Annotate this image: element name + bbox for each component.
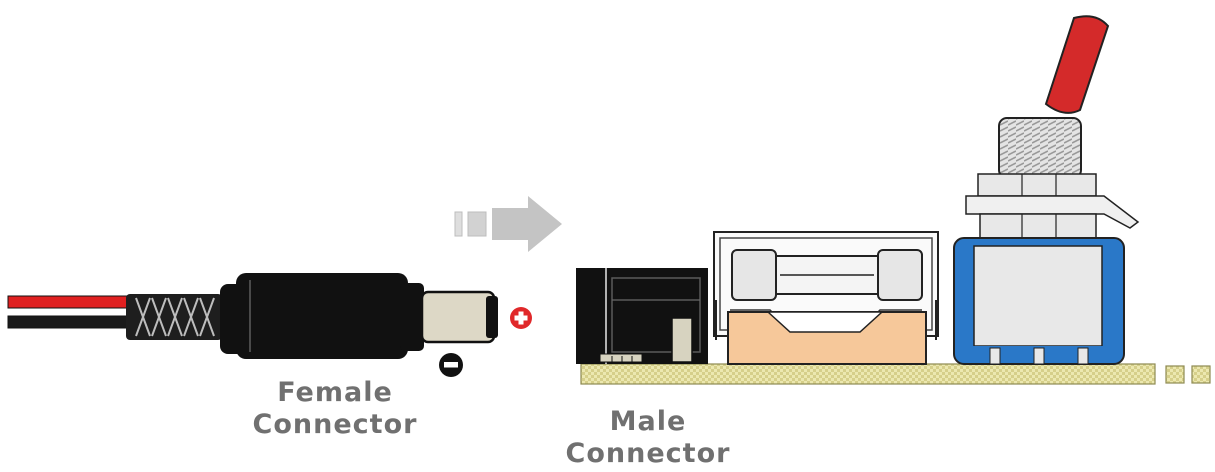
male-connector-label: Male Connector: [548, 406, 748, 470]
plug-tip: [420, 290, 498, 344]
switch-housing: [953, 237, 1125, 365]
insertion-arrow-icon: [454, 196, 562, 252]
male-connector: [576, 268, 708, 364]
fuse-holder: [713, 231, 939, 365]
male-connector-label-line1: Male: [609, 406, 687, 437]
plug-body: [220, 273, 424, 359]
female-connector-label-line1: Female: [277, 377, 393, 408]
male-connector-label-line2: Connector: [565, 438, 731, 469]
switch-bushing: [965, 117, 1140, 241]
cable-wires: [7, 295, 131, 329]
positive-polarity-icon: [510, 307, 532, 329]
female-connector-label: Female Connector: [235, 377, 435, 441]
female-connector-label-line2: Connector: [252, 409, 418, 440]
female-connector: [7, 273, 532, 377]
strain-relief: [126, 294, 222, 340]
toggle-switch: [953, 15, 1140, 365]
circuit-board: [580, 363, 1211, 385]
negative-polarity-icon: [439, 353, 463, 377]
